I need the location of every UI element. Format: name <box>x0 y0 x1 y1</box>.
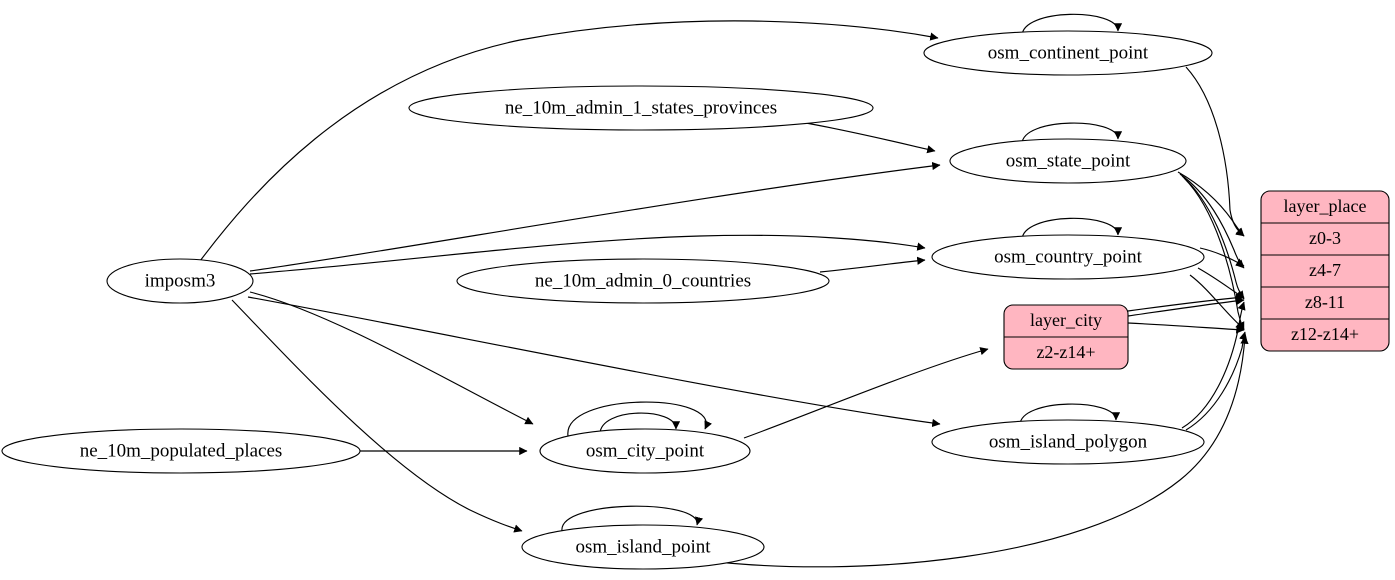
selfloop-osm_city_point-inner <box>599 412 681 435</box>
node-osm_city_point[interactable]: osm_city_point <box>539 428 751 474</box>
edge-osm_country_point-to-layer_place-z4-7 <box>1199 247 1245 267</box>
layer_place-row-z12-z14plus[interactable]: z12-z14+ <box>1291 324 1359 344</box>
edge-layer_city-to-layer_place-z8-11 <box>1127 296 1245 317</box>
node-layer: imposm3 ne_10m_populated_places ne_10m_a… <box>1 30 1213 570</box>
node-ne_10m_populated_places[interactable]: ne_10m_populated_places <box>1 428 361 474</box>
node-label: imposm3 <box>145 270 216 291</box>
edge-imposm3-to-osm_city_point <box>249 291 534 425</box>
edge-imposm3-to-osm_continent_point <box>199 20 939 262</box>
edge-imposm3-to-osm_country_point <box>249 234 926 275</box>
layer_city-row-z2-z14plus[interactable]: z2-z14+ <box>1036 342 1095 362</box>
node-ne_10m_admin_0_countries[interactable]: ne_10m_admin_0_countries <box>456 258 830 304</box>
record-layer_place[interactable]: layer_place z0-3 z4-7 z8-11 z12-z14+ <box>1260 190 1390 352</box>
edge-imposm3-to-osm_island_polygon <box>247 296 941 428</box>
selfloop-osm_city_point-outer <box>567 401 712 437</box>
edge-imposm3-to-osm_island_point <box>231 299 523 533</box>
edge-ne_10m_admin_0_countries-to-osm_country_point <box>819 256 926 273</box>
edge-osm_continent_point-to-layer_place-z0-3 <box>1185 66 1245 237</box>
edge-ne_10m_admin_1_states_provinces-to-osm_state_point <box>805 122 936 154</box>
selfloop-osm_country_point <box>1021 217 1123 241</box>
node-osm_country_point[interactable]: osm_country_point <box>931 234 1205 280</box>
node-label: osm_island_polygon <box>989 431 1148 452</box>
layer_place-row-z4-7[interactable]: z4-7 <box>1309 260 1341 280</box>
node-label: osm_city_point <box>586 440 705 461</box>
selfloop-osm_island_polygon <box>1019 403 1121 426</box>
layer_place-title: layer_place <box>1284 196 1367 216</box>
edge-osm_state_point-to-layer_place-z0-3 <box>1177 171 1245 237</box>
edge-imposm3-to-osm_state_point <box>249 161 941 272</box>
node-imposm3[interactable]: imposm3 <box>106 258 254 304</box>
edge-osm_state_point-to-layer_place-z8-11 <box>1181 175 1245 300</box>
node-osm_island_polygon[interactable]: osm_island_polygon <box>931 419 1205 465</box>
layer_place-body <box>1260 190 1390 352</box>
edge-layer_city-to-layer_place-alt <box>1127 293 1245 312</box>
node-osm_continent_point[interactable]: osm_continent_point <box>923 30 1213 76</box>
record-layer: layer_place z0-3 z4-7 z8-11 z12-z14+ lay… <box>1003 190 1390 370</box>
edge-osm_island_polygon-to-layer_place-z12-z14+ <box>1185 331 1248 431</box>
node-label: ne_10m_admin_0_countries <box>535 270 751 291</box>
node-label: ne_10m_populated_places <box>80 440 283 461</box>
node-label: osm_country_point <box>994 246 1142 267</box>
selfloop-osm_island_point <box>561 505 703 532</box>
node-label: ne_10m_admin_1_states_provinces <box>505 97 777 118</box>
edge-layer <box>199 13 1249 568</box>
edge-layer_city-to-layer_place-z12-z14+ <box>1127 322 1245 334</box>
node-label: osm_state_point <box>1006 150 1131 171</box>
node-osm_island_point[interactable]: osm_island_point <box>521 524 765 570</box>
edge-osm_city_point-to-layer_city <box>743 347 989 439</box>
edge-osm_island_polygon-to-layer_place-z8-11 <box>1181 301 1246 429</box>
node-osm_state_point[interactable]: osm_state_point <box>949 138 1187 184</box>
edge-osm_island_point-to-layer_place-z12-z14+ <box>707 335 1249 568</box>
layer_place-row-z0-3[interactable]: z0-3 <box>1309 228 1341 248</box>
layer_place-row-z8-11[interactable]: z8-11 <box>1305 292 1345 312</box>
record-layer_city[interactable]: layer_city z2-z14+ <box>1003 304 1129 370</box>
edge-osm_country_point-to-layer_place-z8-11 <box>1197 267 1245 299</box>
node-ne_10m_admin_1_states_provinces[interactable]: ne_10m_admin_1_states_provinces <box>408 85 874 131</box>
selfloop-osm_state_point <box>1021 122 1123 145</box>
node-label: osm_continent_point <box>988 42 1149 63</box>
layer_city-title: layer_city <box>1030 310 1102 330</box>
node-label: osm_island_point <box>575 536 711 557</box>
selfloop-osm_continent_point <box>1021 13 1123 37</box>
